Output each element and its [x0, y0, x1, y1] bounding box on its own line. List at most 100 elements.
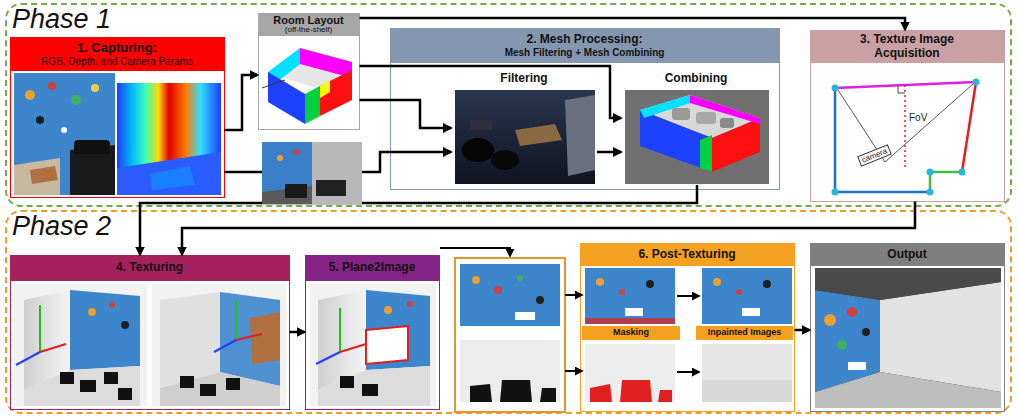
- post-texturing-images-part: [713, 278, 721, 286]
- texturing-render-part: [24, 290, 70, 390]
- acquisition-sketch-part: [930, 172, 962, 192]
- combined-mesh-image-part: [712, 118, 760, 172]
- plane-images-part: [460, 340, 560, 402]
- combined-mesh-image-part: [720, 118, 734, 128]
- sub-step: Combining: [621, 71, 771, 185]
- step-box: 3. Texture Image Acquisition: [810, 30, 1005, 202]
- plane-render-part: [340, 344, 366, 352]
- step-title: Output: [887, 248, 926, 261]
- step-header: 3. Texture Image Acquisition: [811, 31, 1004, 63]
- depth-image: [117, 73, 221, 195]
- acquisition-sketch-part: [885, 84, 973, 162]
- room-layout-image-part: [300, 48, 352, 78]
- output-render-part: [815, 372, 1001, 408]
- acquisition-sketch: [832, 79, 980, 196]
- texturing-render-part: [160, 372, 280, 406]
- step-box: 4. Texturing: [10, 255, 290, 410]
- step-subtitle: RGB, Depth, and Camera Params: [41, 56, 193, 67]
- step-box: 2. Mesh Processing:Mesh Filtering + Mesh…: [390, 28, 780, 190]
- plane-render-part: [362, 384, 378, 396]
- filtered-mesh-image-part: [565, 95, 595, 176]
- rgb-image-part: [48, 82, 56, 90]
- output-render: [815, 268, 1001, 408]
- depth-image-part: [117, 73, 221, 83]
- sub-step: Filtering: [451, 71, 597, 185]
- texturing-render-part: [40, 344, 66, 352]
- post-texturing-images-part: [702, 344, 792, 402]
- texturing-render-part: [250, 312, 280, 364]
- output-render-part: [824, 314, 836, 326]
- mesh-thumbnail: [262, 142, 362, 204]
- output-render-part: [847, 307, 857, 317]
- flow-arrow: [360, 66, 622, 118]
- combined-mesh-image-part: [640, 95, 760, 138]
- combined-mesh-image-part: [690, 95, 760, 124]
- texturing-render-part: [152, 284, 286, 406]
- room-layout-image: [262, 48, 352, 124]
- plane-images-part: [565, 294, 582, 296]
- filtered-mesh-image: [455, 90, 595, 184]
- texturing-render-part: [70, 290, 140, 370]
- post-texturing-images-part: [590, 380, 672, 402]
- acquisition-sketch-part: [832, 85, 839, 92]
- mesh-thumbnail-part: [262, 142, 312, 192]
- mesh-thumbnail-part: [316, 180, 346, 196]
- sub-step-title: Combining: [621, 72, 771, 85]
- texturing-render-part: [180, 376, 194, 388]
- sub-step-title: Inpainted Images: [708, 328, 782, 338]
- texturing-render-part: [226, 378, 240, 390]
- rgb-image-part: [70, 145, 115, 195]
- flow-arrow: [795, 329, 810, 332]
- flow-arrow: [225, 152, 452, 172]
- sub-step-title: Filtering: [451, 72, 597, 85]
- room-layout-image-part: [262, 80, 285, 88]
- texturing-render-part: [88, 308, 96, 316]
- post-texturing-images-part: [742, 308, 760, 316]
- plane-images: [440, 248, 582, 412]
- rgb-image-part: [30, 166, 58, 184]
- post-texturing-images-part: [677, 371, 699, 373]
- step-header: 5. Plane2Image: [306, 256, 439, 281]
- combined-mesh-image: [625, 90, 769, 184]
- step-header: 2. Mesh Processing:Mesh Filtering + Mesh…: [391, 29, 779, 63]
- texturing-render-part: [24, 366, 140, 406]
- flow-arrow: [597, 151, 621, 154]
- output-render-part: [837, 340, 847, 350]
- sub-step-bar: Inpainted Images: [696, 326, 793, 340]
- combined-mesh-image-part: [672, 108, 690, 120]
- step-title: 1. Capturing:: [77, 41, 157, 55]
- post-texturing-images-part: [619, 289, 625, 295]
- post-texturing-images-part: [585, 318, 675, 324]
- plane-render-part: [407, 301, 413, 307]
- plane-images-part: [455, 258, 565, 412]
- step-header: 4. Texturing: [11, 256, 289, 281]
- plane-images-part: [472, 276, 480, 284]
- plane-render-part: [339, 308, 341, 352]
- acquisition-sketch-part: [835, 88, 930, 192]
- rgb-image-part: [14, 73, 115, 195]
- step-box: 5. Plane2Image: [305, 255, 440, 410]
- flow-arrow: [140, 185, 697, 255]
- post-texturing-images-part: [585, 268, 675, 324]
- plane-render-part: [340, 376, 354, 388]
- post-texturing-images-part: [596, 278, 604, 286]
- step-subtitle: Mesh Filtering + Mesh Combining: [505, 47, 665, 58]
- acquisition-sketch-part: [835, 82, 976, 88]
- acquisition-sketch-part: [904, 85, 906, 168]
- texturing-render: [14, 284, 286, 406]
- rgb-image-part: [74, 140, 110, 154]
- acquisition-sketch-part: [838, 90, 885, 162]
- texturing-render-part: [200, 384, 216, 396]
- step-subtitle: (off-the-shelf): [285, 26, 332, 35]
- step-header: 1. Capturing:RGB, Depth, and Camera Para…: [11, 38, 224, 71]
- rgb-image-part: [91, 84, 99, 92]
- acquisition-sketch-part: [927, 169, 934, 176]
- plane-render-part: [316, 352, 340, 364]
- room-layout-image-part: [320, 80, 330, 98]
- texturing-render-part: [236, 334, 262, 340]
- rgb-image-part: [25, 90, 35, 100]
- step-box: Output: [810, 243, 1005, 412]
- plane-images-part: [515, 312, 535, 320]
- filtered-mesh-image-part: [470, 120, 492, 130]
- output-render-part: [880, 282, 1001, 392]
